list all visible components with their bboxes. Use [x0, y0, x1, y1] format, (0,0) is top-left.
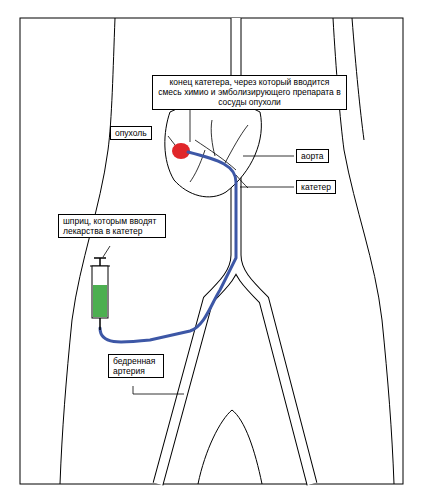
- callout-box: опухоль: [110, 126, 152, 140]
- callout-box: бедренная артерия: [108, 354, 164, 378]
- callout-box: катетер: [296, 180, 336, 194]
- callout-text: аорта: [301, 151, 324, 161]
- liver: [165, 102, 262, 197]
- body-outline: [60, 18, 394, 484]
- callout-box: конец катетера, через который вводится с…: [152, 75, 347, 110]
- callout-text: шприц, которым вводят лекарства в катете…: [63, 216, 161, 236]
- leader-lines: [103, 105, 294, 394]
- callout-text: опухоль: [115, 128, 147, 138]
- callout-box: аорта: [296, 149, 329, 163]
- frame: [20, 18, 403, 484]
- catheter: [100, 152, 236, 342]
- syringe-symbol: [90, 258, 110, 330]
- callout-text: бедренная артерия: [113, 356, 159, 376]
- callout-box: шприц, которым вводят лекарства в катете…: [58, 214, 166, 238]
- callout-text: катетер: [301, 182, 331, 192]
- callout-text: конец катетера, через который вводится с…: [157, 77, 342, 108]
